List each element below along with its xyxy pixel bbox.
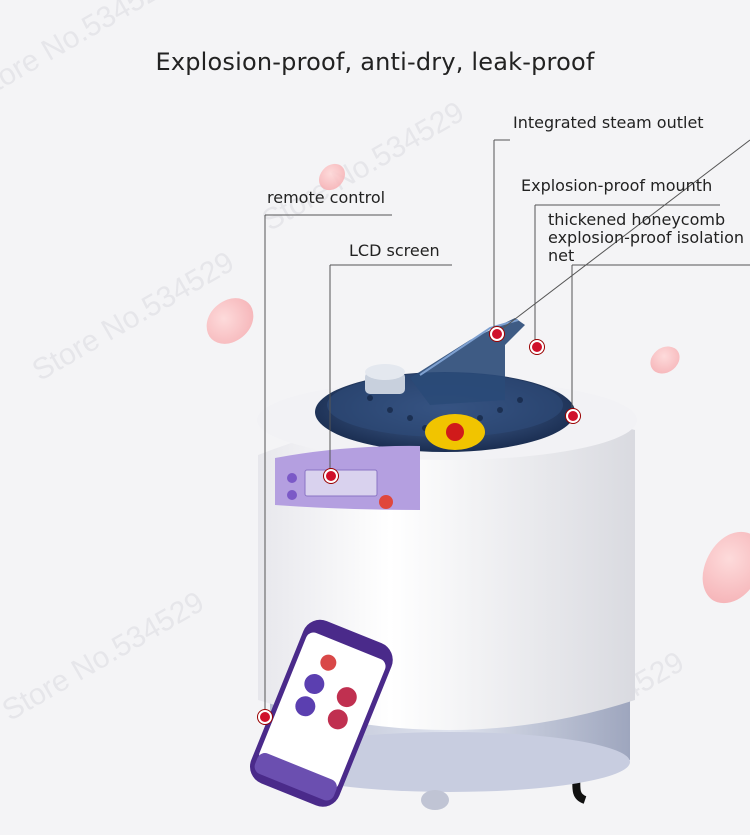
honeycomb-net-marker: [566, 409, 580, 423]
honeycomb-label-line2: explosion-proof isolation: [548, 228, 745, 247]
explosion-mouth-label: Explosion-proof mounth: [521, 176, 713, 195]
steam-outlet-marker: [490, 327, 504, 341]
honeycomb-label-line1: thickened honeycomb: [548, 210, 726, 229]
steam-outlet-label: Integrated steam outlet: [513, 113, 704, 132]
remote-control-label: remote control: [267, 188, 386, 207]
explosion-mouth-marker: [530, 340, 544, 354]
lcd-screen-label: LCD screen: [349, 241, 440, 260]
lcd-screen-marker: [324, 469, 338, 483]
remote-control-marker: [258, 710, 272, 724]
honeycomb-label-line3: net: [548, 246, 575, 265]
page-title: Explosion-proof, anti-dry, leak-proof: [155, 48, 595, 76]
